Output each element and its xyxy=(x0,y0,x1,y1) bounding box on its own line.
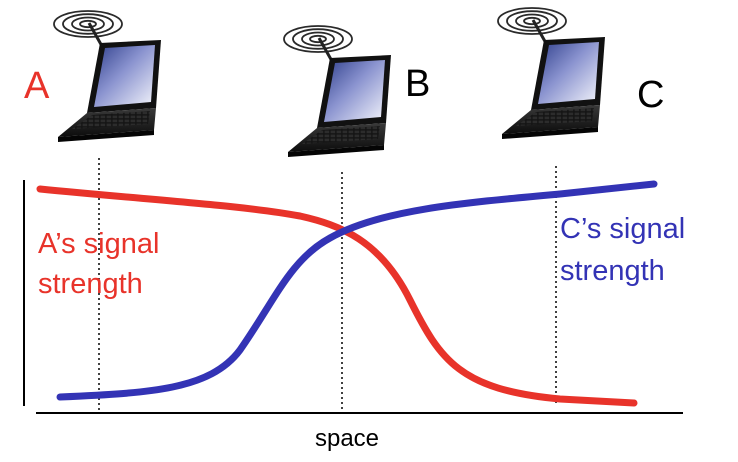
a-signal-curve xyxy=(36,185,638,407)
node-c-label: C xyxy=(637,74,664,116)
node-a-label: A xyxy=(24,65,50,107)
a-signal-label-line1: A’s signal xyxy=(38,228,159,260)
c-signal-curve xyxy=(56,180,658,401)
c-signal-label-line1: C’s signal xyxy=(560,213,685,245)
c-signal-label-line2: strength xyxy=(560,255,665,287)
node-b-label: B xyxy=(405,63,430,105)
x-axis-label: space xyxy=(315,425,379,452)
laptop-b-icon xyxy=(282,24,393,159)
laptop-c-icon xyxy=(496,6,607,141)
a-signal-label-line2: strength xyxy=(38,268,143,300)
laptop-a-icon xyxy=(52,9,163,144)
